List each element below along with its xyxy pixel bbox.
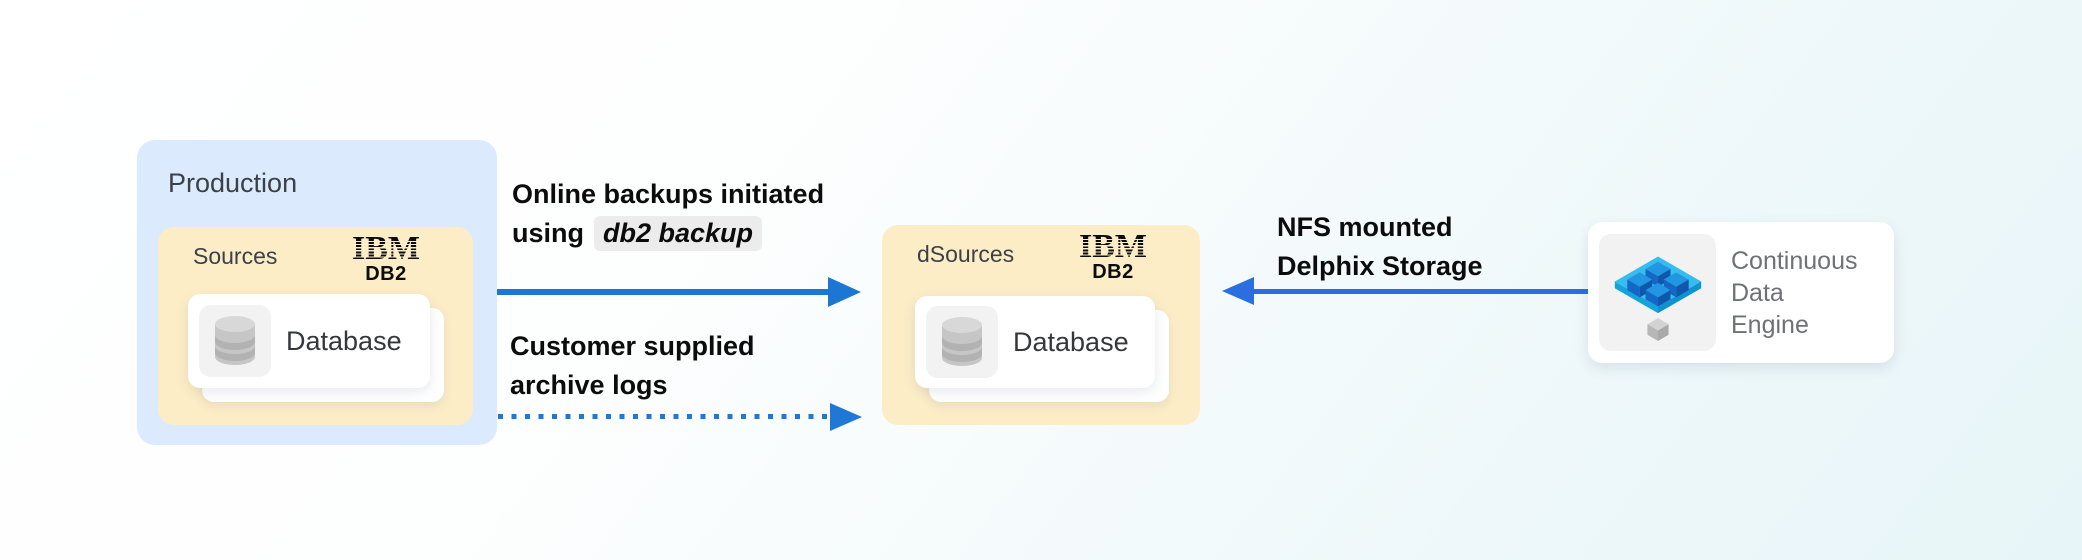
database-card-stack: Database xyxy=(188,294,446,404)
database-card: Database xyxy=(915,296,1155,388)
backup-flow-line1: Online backups initiated xyxy=(512,179,825,209)
ibm-db2-logo: IBM DB2 xyxy=(1070,228,1156,284)
db2-label: DB2 xyxy=(365,263,407,285)
ibm-wordmark: IBM xyxy=(1077,228,1149,265)
db2-backup-command-chip: db2 backup xyxy=(594,216,763,251)
nfs-arrow-head-icon xyxy=(1222,277,1254,305)
database-card: Database xyxy=(188,294,430,388)
production-group: Production Sources IBM DB2 xyxy=(137,140,497,445)
backup-arrow-head-icon xyxy=(828,277,861,307)
backup-arrow-line xyxy=(497,289,829,295)
dsources-group: dSources IBM DB2 Database xyxy=(882,225,1200,425)
nfs-flow-label: NFS mounted Delphix Storage xyxy=(1277,208,1483,286)
database-cylinder-icon xyxy=(215,316,255,365)
sources-group: Sources IBM DB2 xyxy=(158,227,473,425)
archive-arrow-head-icon xyxy=(830,403,862,431)
nfs-arrow-line xyxy=(1250,289,1590,294)
delphix-cube-icon xyxy=(1614,256,1701,341)
ibm-wordmark: IBM xyxy=(350,230,422,267)
backup-flow-label: Online backups initiated using db2 backup xyxy=(512,175,824,253)
engine-label-line2: Data xyxy=(1731,278,1784,307)
engine-label: Continuous Data Engine xyxy=(1731,245,1857,341)
database-card-stack: Database xyxy=(915,296,1171,404)
nfs-flow-line2: Delphix Storage xyxy=(1277,251,1483,281)
archive-flow-line2: archive logs xyxy=(510,370,668,400)
backup-flow-line2: using db2 backup xyxy=(512,214,824,253)
engine-label-line3: Engine xyxy=(1731,310,1809,339)
database-cylinder-icon xyxy=(942,317,982,366)
database-icon-tile xyxy=(199,305,271,377)
database-label: Database xyxy=(286,325,402,356)
archive-flow-label: Customer supplied archive logs xyxy=(510,327,755,405)
dsources-title: dSources xyxy=(917,241,1015,267)
sources-title: Sources xyxy=(193,243,278,269)
backup-flow-line2-prefix: using xyxy=(512,218,584,248)
nfs-flow-line1: NFS mounted xyxy=(1277,212,1453,242)
database-icon-tile xyxy=(926,306,998,378)
archive-flow-line1: Customer supplied xyxy=(510,331,755,361)
engine-icon-tile xyxy=(1599,234,1716,351)
archive-arrow-dotted-line xyxy=(498,414,832,419)
engine-label-line1: Continuous xyxy=(1731,246,1858,275)
continuous-data-engine-card: Continuous Data Engine xyxy=(1588,222,1894,363)
production-title: Production xyxy=(168,168,298,198)
ibm-db2-logo: IBM DB2 xyxy=(343,230,429,286)
database-label: Database xyxy=(1013,326,1129,357)
db2-label: DB2 xyxy=(1092,261,1134,283)
